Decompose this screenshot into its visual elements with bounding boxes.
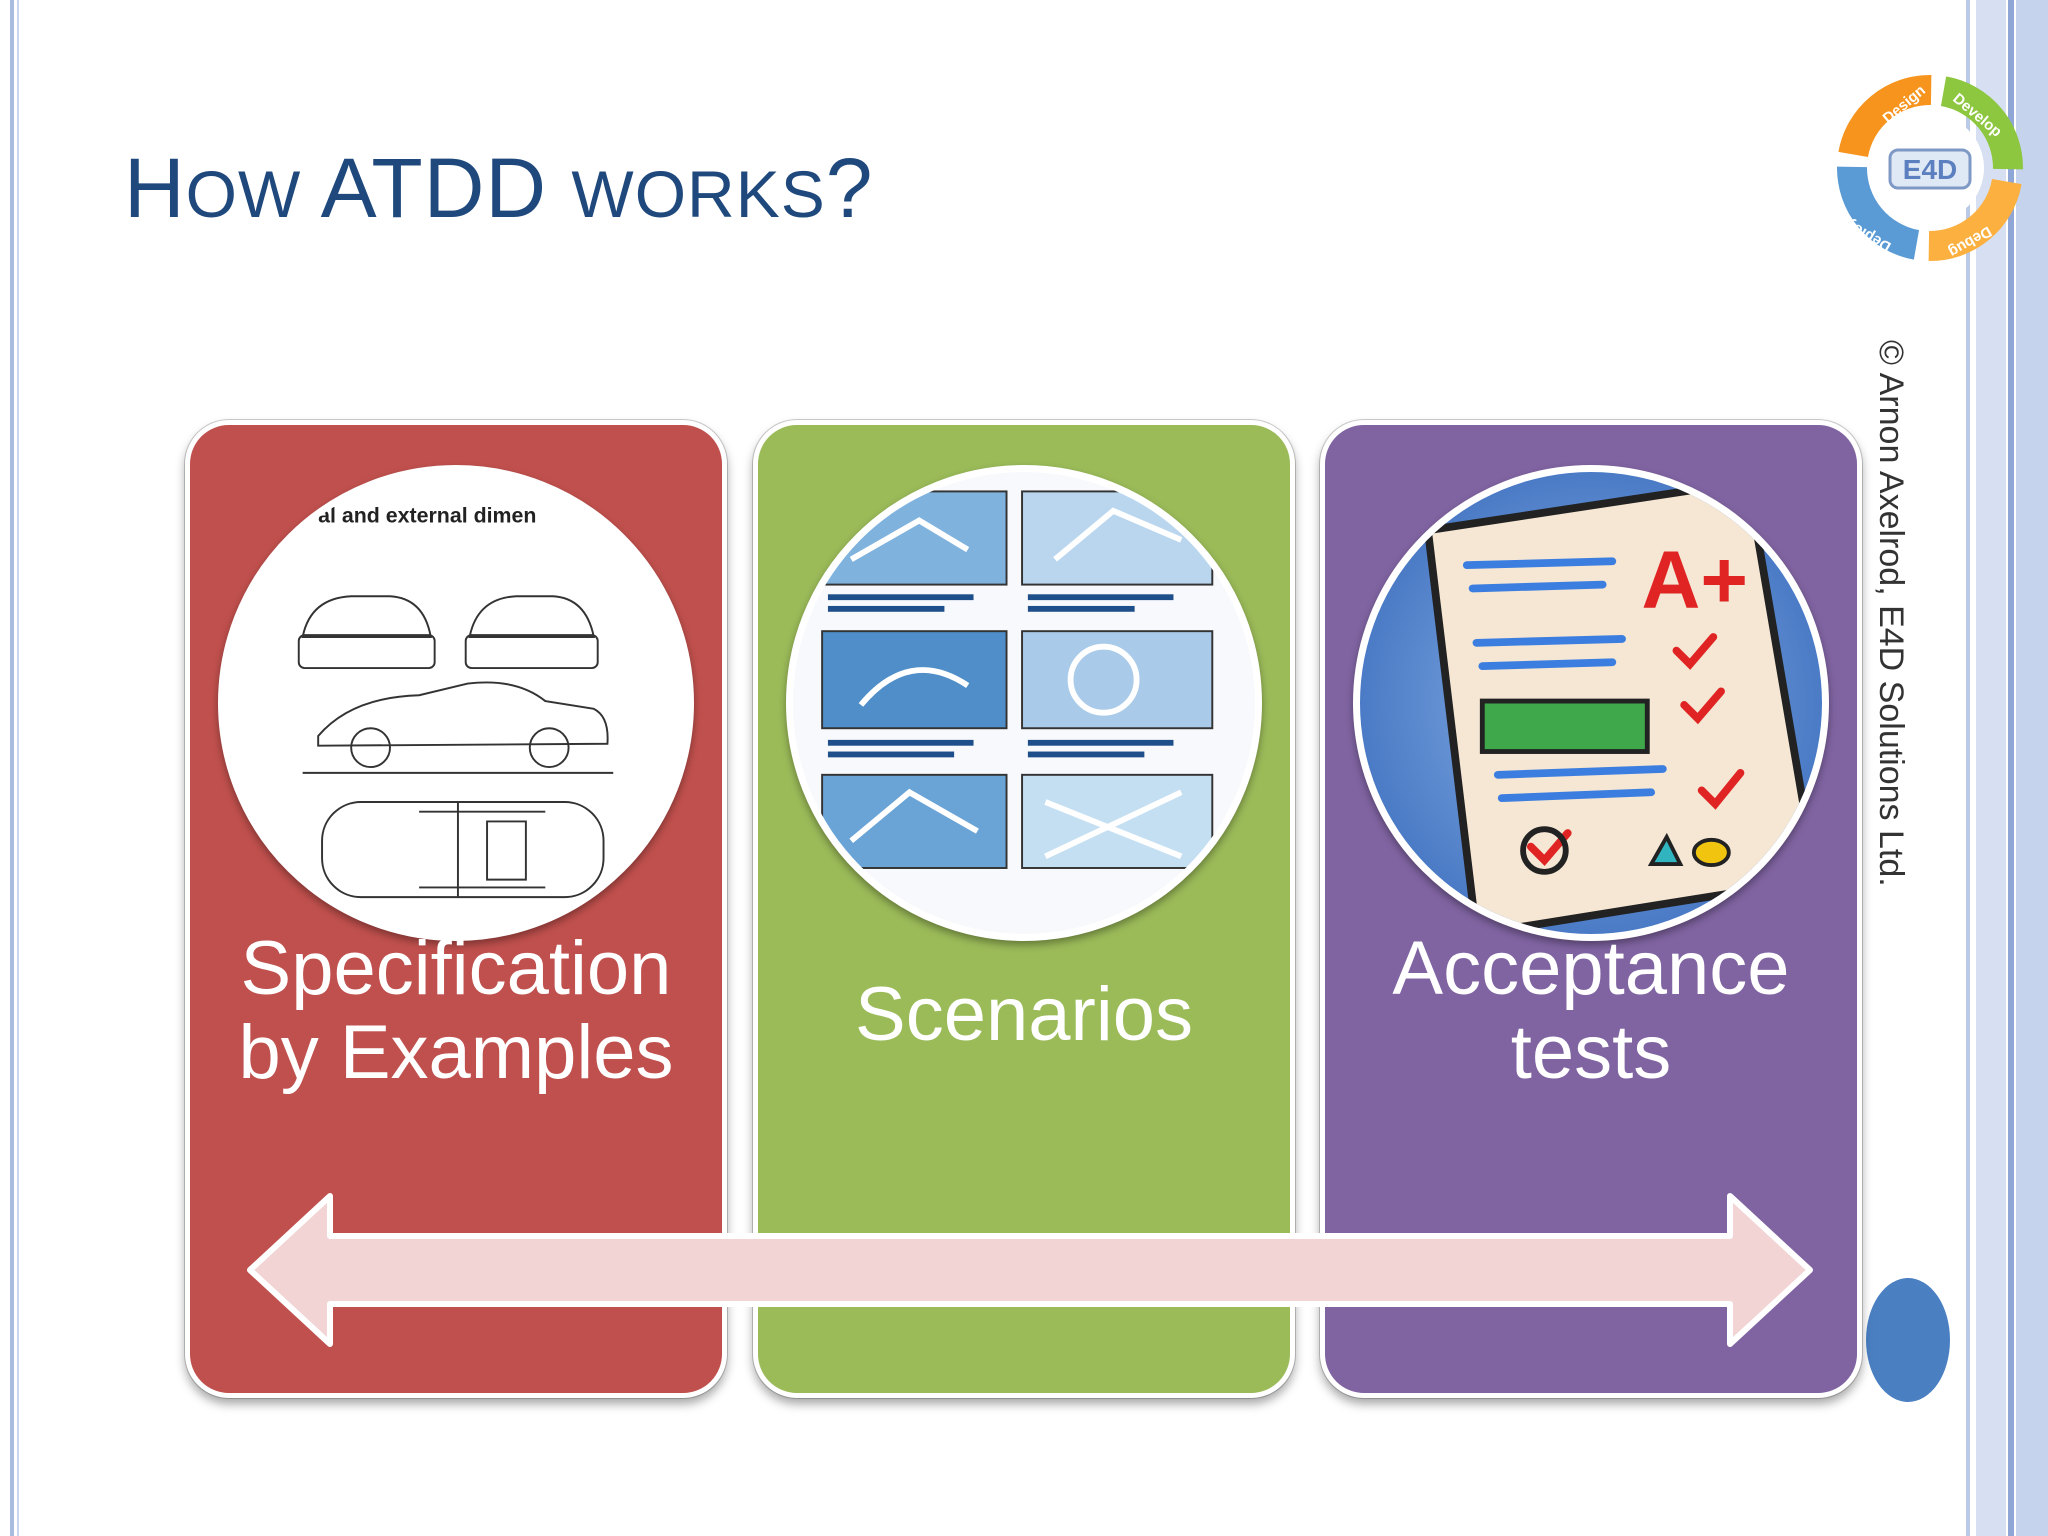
decorative-dot bbox=[1866, 1278, 1950, 1402]
storyboard-image bbox=[786, 465, 1262, 941]
panel-label-specification: Specification by Examples bbox=[238, 926, 674, 1095]
double-headed-arrow bbox=[247, 1193, 1813, 1347]
panel-label-acceptance-tests: Acceptance tests bbox=[1392, 926, 1790, 1095]
panel-label-scenarios: Scenarios bbox=[855, 972, 1193, 1057]
panel-acceptance-tests: A+ Acceptance tests bbox=[1320, 420, 1862, 1398]
copyright-text: © Arnon Axelrod, E4D Solutions Ltd. bbox=[1872, 340, 1910, 887]
slide-title: HOW ATDD WORKS? bbox=[124, 141, 874, 235]
grade-text: A+ bbox=[1641, 535, 1747, 626]
logo-center-text: E4D bbox=[1903, 154, 1957, 185]
e4d-logo: E4D Design Develop Debug Deploy bbox=[1830, 56, 2030, 276]
left-border-decoration bbox=[0, 0, 22, 1536]
graded-test-paper-image: A+ bbox=[1353, 465, 1829, 941]
svg-text:al and external dimen: al and external dimen bbox=[318, 503, 536, 527]
car-blueprint-image: al and external dimen bbox=[218, 465, 694, 941]
right-border-decoration bbox=[1958, 0, 2048, 1536]
